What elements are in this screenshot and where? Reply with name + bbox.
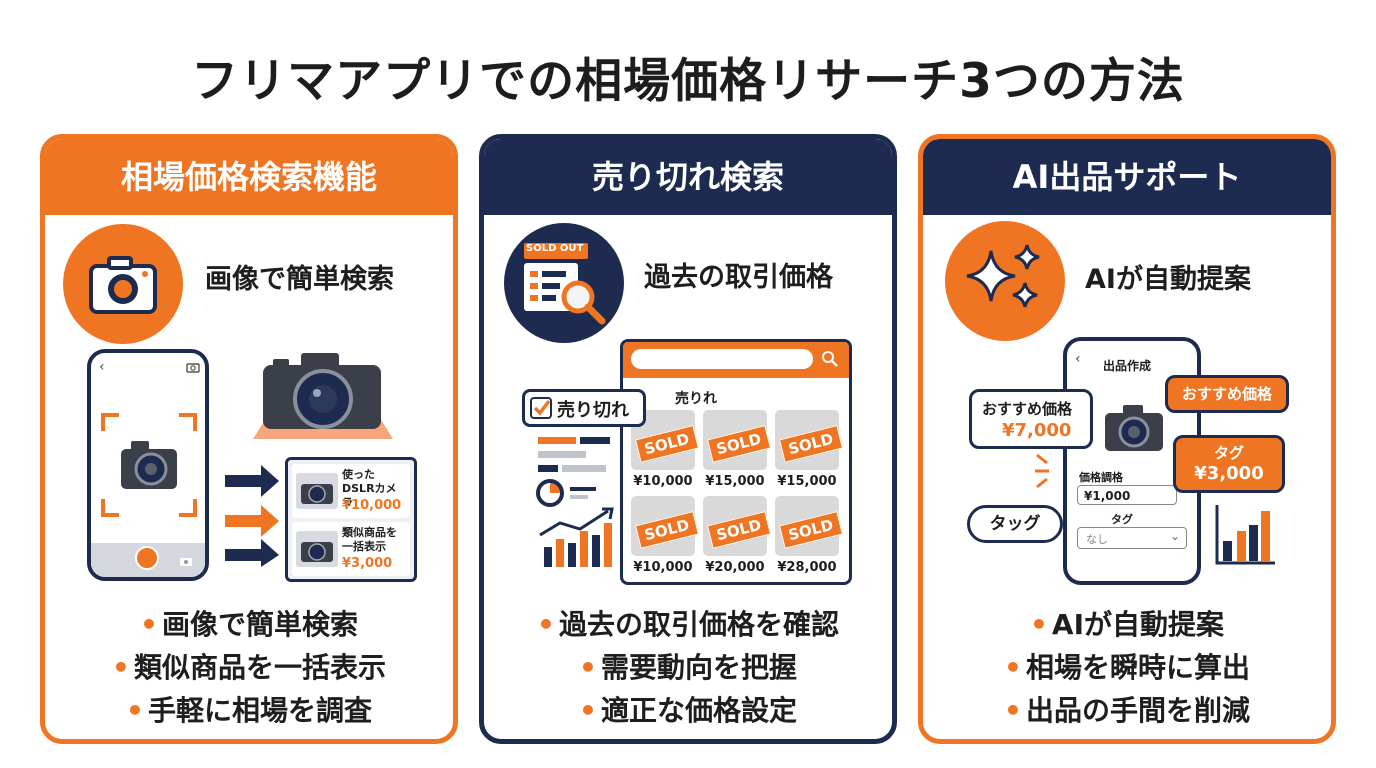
result-price: ¥3,000: [342, 556, 393, 571]
result-price: ¥10,000: [342, 498, 402, 513]
bubble-price: ¥3,000: [1194, 463, 1264, 484]
card-subtitle: 過去の取引価格: [644, 262, 833, 293]
sold-badge: SOLD: [706, 511, 771, 549]
sold-badge: SOLD: [778, 511, 843, 549]
item-price: ¥15,000: [777, 474, 837, 489]
bullet-item: •手軽に相場を調査: [126, 694, 372, 727]
camera-thumb-icon: [296, 473, 338, 509]
sold-badge: SOLD: [634, 425, 699, 463]
small-camera-icon[interactable]: [186, 361, 200, 373]
search-icon[interactable]: [821, 350, 839, 368]
camera-switch-icon[interactable]: [179, 555, 193, 567]
recommend-price-tag-bubble: おすすめ価格: [1165, 375, 1289, 413]
accent-lines: [1035, 453, 1049, 489]
card-sold-search: 売り切れ検索 SOLD OUT 過去の取引価格 売りれ SOLD SOLD SO…: [479, 134, 897, 744]
tag-field-label: タグ: [1111, 513, 1133, 526]
sparkles-icon-circle: [945, 221, 1065, 341]
camera-icon: [89, 256, 157, 314]
search-results-window: 売りれ SOLD SOLD SOLD ¥10,000 ¥15,000 ¥15,0…: [620, 339, 852, 585]
result-item[interactable]: 類似商品を一括表示 ¥3,000: [292, 522, 410, 576]
item-price: ¥28,000: [777, 560, 837, 575]
page-title: フリマアプリでの相場価格リサーチ3つの方法: [191, 54, 1185, 109]
chevron-down-icon: ⌄: [1169, 529, 1180, 543]
sold-item-tile[interactable]: SOLD: [703, 410, 771, 470]
item-price: ¥20,000: [705, 560, 765, 575]
back-icon[interactable]: ‹: [1075, 351, 1081, 367]
arrow-icons: [225, 465, 279, 567]
bullet-item: •相場を瞬時に算出: [1004, 651, 1250, 684]
sold-item-tile[interactable]: SOLD: [775, 496, 843, 556]
shutter-button[interactable]: [135, 546, 159, 570]
card-subtitle: AIが自動提案: [1085, 264, 1251, 295]
card-price-search: 相場価格検索機能 画像で簡単検索 ‹: [40, 134, 458, 744]
grid-title: 売りれ: [675, 391, 717, 407]
bullet-list: •過去の取引価格を確認 •需要動向を把握 •適正な価格設定: [484, 603, 892, 732]
sold-item-tile[interactable]: SOLD: [775, 410, 843, 470]
card-subtitle: 画像で簡単検索: [205, 264, 394, 295]
camera-photo: [1105, 405, 1163, 451]
bubble-title: タグ: [1213, 444, 1244, 462]
item-price: ¥10,000: [633, 474, 693, 489]
back-icon[interactable]: ‹: [99, 359, 105, 375]
result-name: 使ったDSLRカメラ: [342, 468, 397, 509]
tag-select-value: なし: [1086, 533, 1108, 546]
bullet-item: •画像で簡単検索: [140, 608, 358, 641]
sold-out-search-icon: [524, 243, 606, 325]
bullet-item: •過去の取引価格を確認: [537, 608, 839, 641]
scan-frame: [101, 413, 197, 517]
checkbox-label: 売り切れ: [557, 400, 629, 421]
stats-graphic: [536, 437, 614, 567]
card-header: 相場価格検索機能: [45, 139, 453, 215]
sold-item-tile[interactable]: SOLD: [703, 496, 771, 556]
bullet-item: •AIが自動提案: [1030, 608, 1224, 641]
phone-mockup: ‹: [87, 349, 209, 581]
bullet-list: •画像で簡単検索 •類似商品を一括表示 •手軽に相場を調査: [45, 603, 453, 732]
result-item[interactable]: 使ったDSLRカメラ ¥10,000: [292, 464, 410, 518]
bar-chart-graphic: [1215, 505, 1275, 565]
search-input[interactable]: [631, 349, 813, 369]
bullet-list: •AIが自動提案 •相場を瞬時に算出 •出品の手間を削減: [923, 603, 1331, 732]
result-panel: 使ったDSLRカメラ ¥10,000 類似商品を一括表示 ¥3,000: [285, 457, 417, 582]
checkbox-checked-icon: [530, 397, 552, 419]
result-name: 類似商品を一括表示: [342, 526, 397, 553]
card-header: AI出品サポート: [923, 139, 1331, 215]
bullet-item: •需要動向を把握: [579, 651, 797, 684]
bubble-title: おすすめ価格: [982, 400, 1073, 418]
tag-price-bubble: タグ ¥3,000: [1173, 435, 1285, 493]
bullet-item: •類似商品を一括表示: [112, 651, 386, 684]
sold-out-label: SOLD OUT: [526, 243, 584, 254]
item-price: ¥10,000: [633, 560, 693, 575]
tag-bubble: タッグ: [967, 505, 1063, 543]
bullet-item: •出品の手間を削減: [1004, 694, 1250, 727]
sold-badge: SOLD: [706, 425, 771, 463]
price-field[interactable]: ¥1,000: [1077, 485, 1177, 505]
tag-select[interactable]: なし ⌄: [1077, 527, 1187, 549]
item-price: ¥15,000: [705, 474, 765, 489]
sold-filter-checkbox[interactable]: 売り切れ: [522, 389, 646, 427]
camera-icon-circle: [63, 224, 183, 344]
sold-badge: SOLD: [634, 511, 699, 549]
sold-badge: SOLD: [778, 425, 843, 463]
price-field-label: 価格調格: [1079, 471, 1123, 484]
camera-thumb-icon: [296, 531, 338, 567]
sold-out-icon-circle: [504, 223, 624, 343]
bullet-item: •適正な価格設定: [579, 694, 797, 727]
phone-title: 出品作成: [1103, 359, 1152, 373]
card-header: 売り切れ検索: [484, 139, 892, 215]
sold-item-tile[interactable]: SOLD: [631, 496, 699, 556]
card-ai-support: AI出品サポート AIが自動提案 ‹ 出品作成 価格調格 ¥1,000 タグ な…: [918, 134, 1336, 744]
bubble-price: ¥7,000: [1002, 420, 1072, 441]
recommend-price-bubble: おすすめ価格 ¥7,000: [969, 389, 1093, 449]
sparkles-icon: [966, 244, 1040, 308]
dslr-camera-illustration: [253, 353, 393, 439]
